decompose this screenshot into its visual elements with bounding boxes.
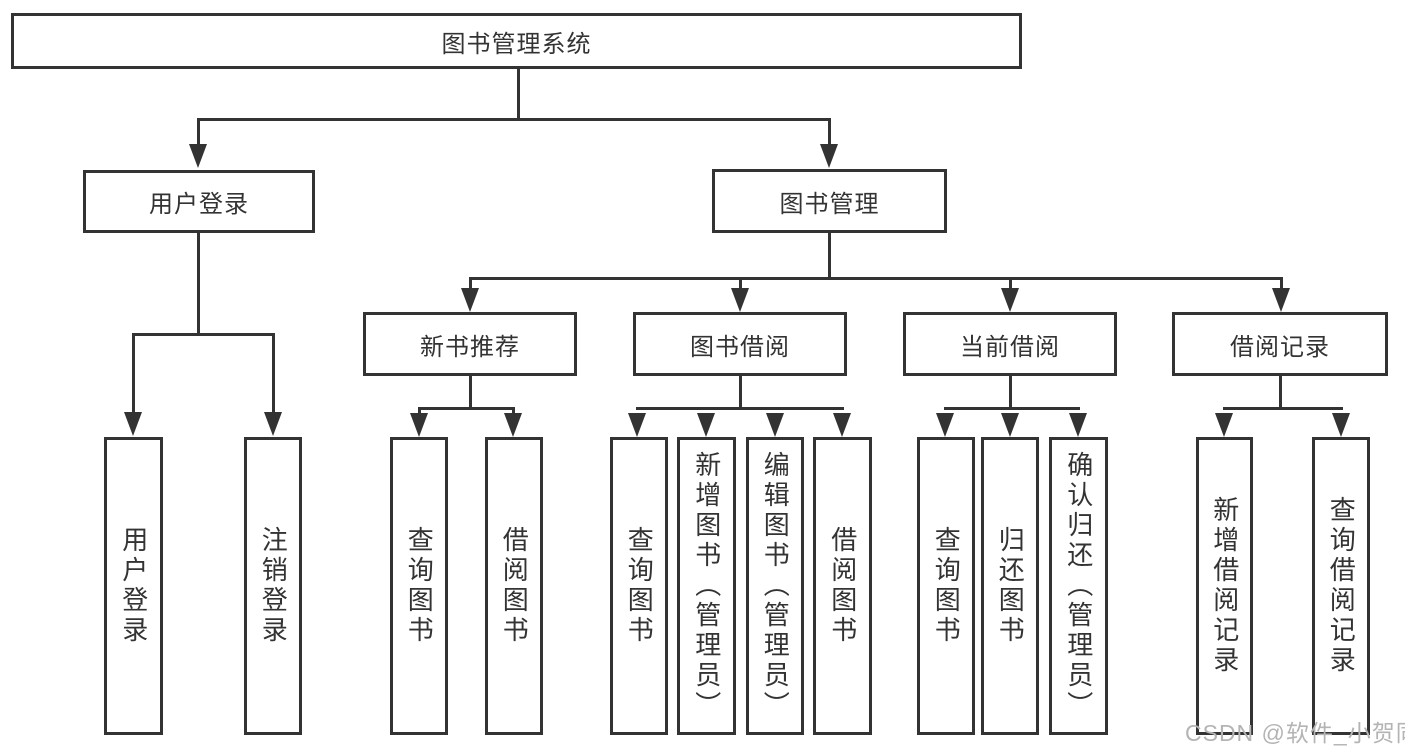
connector-line (636, 407, 844, 410)
node-user-login: 用户登录 (83, 170, 315, 233)
connector-line (739, 376, 742, 410)
arrowhead-icon (504, 413, 522, 437)
node-current-borrowing: 当前借阅 (903, 312, 1117, 376)
connector-line (739, 277, 742, 297)
leaf-confirm-return-admin: 确认归还（管理员） (1049, 437, 1108, 735)
leaf-query-books-borrowing: 查询图书 (610, 437, 668, 735)
leaf-user-login: 用户登录 (104, 437, 163, 735)
connector-line (132, 333, 275, 336)
connector-line (197, 233, 200, 336)
arrowhead-icon (461, 288, 479, 312)
leaf-borrow-books-borrowing: 借阅图书 (813, 437, 872, 735)
leaf-borrow-books-recommend: 借阅图书 (485, 437, 543, 735)
connector-line (469, 277, 1283, 280)
leaf-query-books-recommend: 查询图书 (390, 437, 448, 735)
connector-line (828, 233, 831, 280)
connector-line (469, 277, 472, 297)
arrowhead-icon (936, 413, 954, 437)
connector-line (1009, 277, 1012, 297)
arrowhead-icon (697, 413, 715, 437)
connector-line (517, 68, 520, 121)
connector-line (197, 118, 831, 121)
arrowhead-icon (264, 412, 282, 436)
node-book-management: 图书管理 (712, 169, 947, 233)
watermark: CSDN @软件_小贺同学 (1185, 720, 1405, 746)
arrowhead-icon (1272, 288, 1290, 312)
arrowhead-icon (1069, 413, 1087, 437)
leaf-logout: 注销登录 (244, 437, 302, 735)
connector-line (1279, 376, 1282, 410)
connector-line (272, 333, 275, 423)
node-borrowing-records: 借阅记录 (1172, 312, 1388, 376)
node-library-management-system: 图书管理系统 (11, 13, 1022, 69)
connector-line (1280, 277, 1283, 297)
connector-line (469, 376, 472, 410)
arrowhead-icon (1215, 413, 1233, 437)
connector-line (197, 118, 200, 150)
arrowhead-icon (1001, 413, 1019, 437)
arrowhead-icon (1001, 288, 1019, 312)
connector-line (418, 407, 515, 410)
leaf-return-books: 归还图书 (981, 437, 1039, 735)
leaf-edit-books-admin: 编辑图书（管理员） (746, 437, 804, 735)
node-new-book-recommend: 新书推荐 (363, 312, 577, 376)
arrowhead-icon (731, 288, 749, 312)
arrowhead-icon (124, 412, 142, 436)
arrowhead-icon (833, 413, 851, 437)
connector-line (1223, 407, 1343, 410)
leaf-add-borrow-record: 新增借阅记录 (1196, 437, 1253, 735)
arrowhead-icon (410, 413, 428, 437)
connector-line (944, 407, 1080, 410)
arrowhead-icon (820, 144, 838, 168)
arrowhead-icon (628, 413, 646, 437)
leaf-query-borrow-record: 查询借阅记录 (1312, 437, 1370, 735)
connector-line (828, 118, 831, 150)
leaf-add-books-admin: 新增图书（管理员） (677, 437, 736, 735)
arrowhead-icon (1332, 413, 1350, 437)
connector-line (1009, 376, 1012, 410)
leaf-query-books-current: 查询图书 (917, 437, 975, 735)
arrowhead-icon (189, 144, 207, 168)
connector-line (132, 333, 135, 423)
arrowhead-icon (766, 413, 784, 437)
node-book-borrowing: 图书借阅 (633, 312, 847, 376)
